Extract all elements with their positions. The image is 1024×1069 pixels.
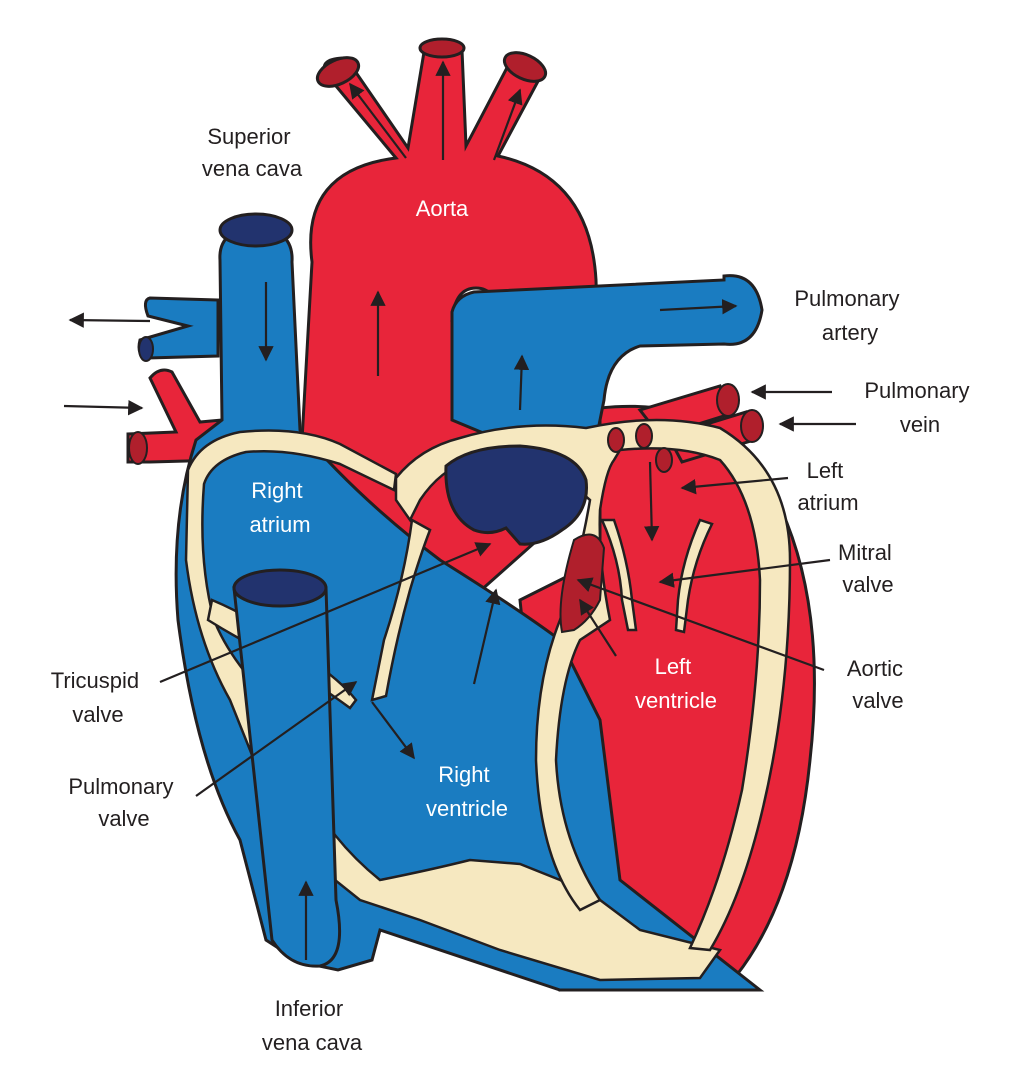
label-aorta: Aorta	[416, 196, 469, 221]
aortic-opening	[444, 444, 588, 546]
label-pulmonary-valve: Pulmonary valve	[68, 774, 179, 831]
label-mitral-valve: Mitral valve	[838, 540, 898, 597]
label-left-atrium: Left atrium	[797, 458, 858, 515]
label-left-ventricle: Left ventricle	[635, 654, 717, 713]
flow-arrows	[63, 60, 738, 960]
label-pulmonary-vein: Pulmonary vein	[864, 378, 975, 437]
label-superior-vena-cava: Superior vena cava	[202, 124, 303, 181]
label-pulmonary-artery: Pulmonary artery	[794, 286, 905, 345]
label-aortic-valve: Aortic valve	[847, 656, 909, 713]
label-right-ventricle: Right ventricle	[426, 762, 508, 821]
right-subclavian-branch	[137, 296, 220, 362]
label-right-atrium: Right atrium	[249, 478, 310, 537]
superior-vena-cava-opening	[218, 212, 294, 248]
pulmonary-artery	[450, 274, 764, 472]
label-pointers	[159, 384, 856, 797]
label-tricuspid-valve: Tricuspid valve	[51, 668, 146, 727]
pulmonary-vein-openings	[607, 423, 673, 473]
inferior-vena-cava	[232, 568, 342, 968]
label-inferior-vena-cava: Inferior vena cava	[262, 996, 363, 1055]
